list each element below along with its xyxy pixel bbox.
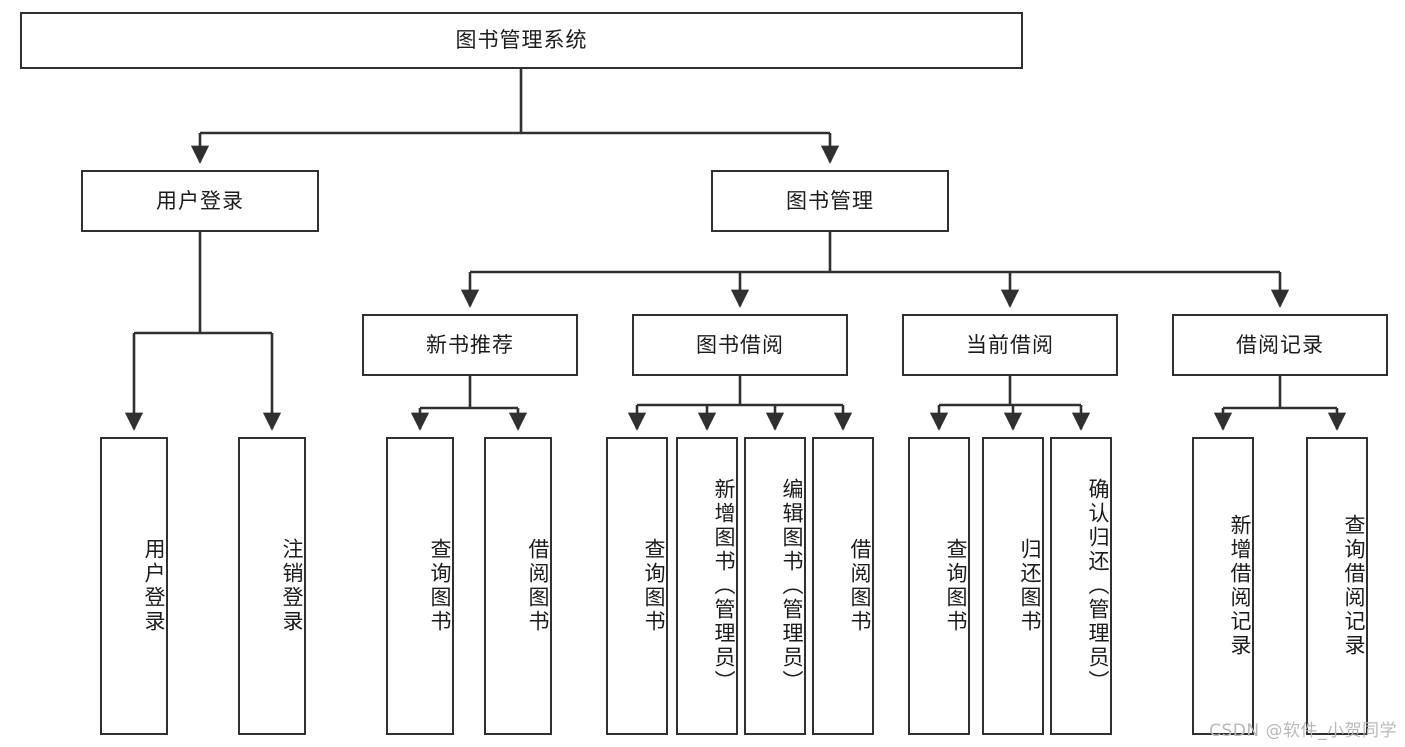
node-leaf-query-record[interactable]: 查询借阅记录 [1306,437,1368,735]
node-leaf-borrow-book-1[interactable]: 借阅图书 [484,437,552,735]
node-root-label: 图书管理系统 [455,28,588,53]
node-new-book-recommend-label: 新书推荐 [426,332,514,357]
node-book-management[interactable]: 图书管理 [711,170,949,232]
node-leaf-borrow-book-1-label: 借阅图书 [526,538,550,634]
node-current-borrow-label: 当前借阅 [966,332,1054,357]
node-leaf-add-book-label: 新增图书（管理员） [712,478,736,694]
node-user-login-label: 用户登录 [156,188,244,213]
node-leaf-add-record-label: 新增借阅记录 [1228,514,1252,658]
node-user-login[interactable]: 用户登录 [81,170,319,232]
node-borrow-record-label: 借阅记录 [1236,332,1324,357]
node-leaf-confirm-return-label: 确认归还（管理员） [1086,478,1110,694]
node-leaf-query-book-1-label: 查询图书 [428,538,452,634]
csdn-watermark: CSDN @软件_小贺同学 [1209,721,1397,741]
node-leaf-query-book-3-label: 查询图书 [944,538,968,634]
node-leaf-user-login-label: 用户登录 [142,538,166,634]
node-leaf-user-logout[interactable]: 注销登录 [238,437,306,735]
node-leaf-query-book-2-label: 查询图书 [642,538,666,634]
node-leaf-borrow-book-2-label: 借阅图书 [848,538,872,634]
node-current-borrow[interactable]: 当前借阅 [902,314,1118,376]
node-borrow-record[interactable]: 借阅记录 [1172,314,1388,376]
node-book-borrow-label: 图书借阅 [696,332,784,357]
node-root[interactable]: 图书管理系统 [20,12,1023,69]
node-leaf-user-login[interactable]: 用户登录 [100,437,168,735]
node-leaf-query-book-3[interactable]: 查询图书 [908,437,970,735]
node-leaf-edit-book[interactable]: 编辑图书（管理员） [744,437,806,735]
node-leaf-query-book-1[interactable]: 查询图书 [386,437,454,735]
node-leaf-return-book[interactable]: 归还图书 [982,437,1044,735]
node-book-borrow[interactable]: 图书借阅 [632,314,848,376]
node-leaf-borrow-book-2[interactable]: 借阅图书 [812,437,874,735]
node-leaf-user-logout-label: 注销登录 [280,538,304,634]
node-leaf-add-book[interactable]: 新增图书（管理员） [676,437,738,735]
node-leaf-confirm-return[interactable]: 确认归还（管理员） [1050,437,1112,735]
node-leaf-query-record-label: 查询借阅记录 [1342,514,1366,658]
node-book-management-label: 图书管理 [786,188,874,213]
node-leaf-query-book-2[interactable]: 查询图书 [606,437,668,735]
node-leaf-return-book-label: 归还图书 [1018,538,1042,634]
node-leaf-add-record[interactable]: 新增借阅记录 [1192,437,1254,735]
node-leaf-edit-book-label: 编辑图书（管理员） [780,478,804,694]
node-new-book-recommend[interactable]: 新书推荐 [362,314,578,376]
